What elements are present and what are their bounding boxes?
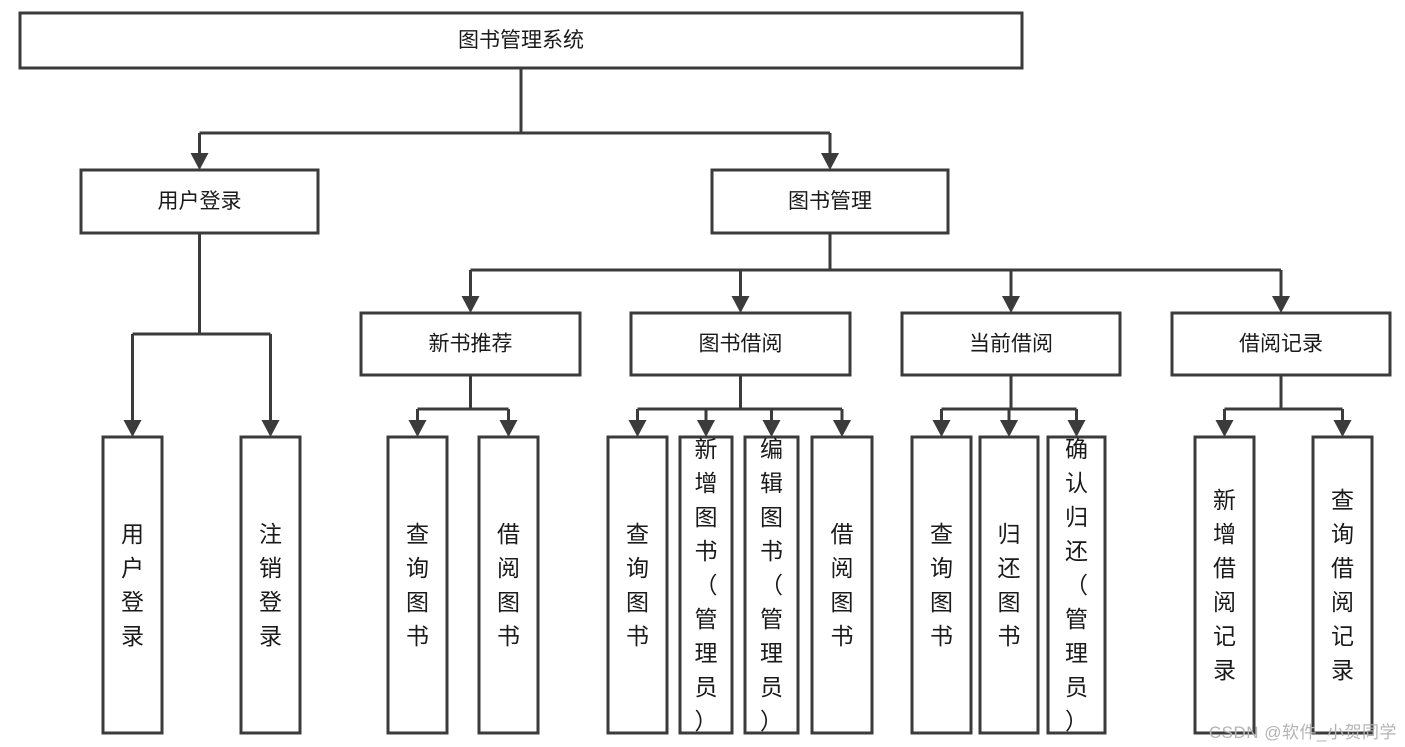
watermark-text: CSDN @软件_小贺同学 — [1208, 723, 1397, 742]
node-leaf-records-query[interactable]: 查询借阅记录 — [1311, 435, 1374, 735]
node-leaf-borrow-query[interactable]: 查询图书 — [606, 435, 669, 735]
node-label: 当前借阅 — [969, 333, 1053, 356]
node-label: 新增图书（管理员） — [695, 436, 718, 734]
node-newrec[interactable]: 新书推荐 — [359, 311, 582, 377]
node-label: 查询借阅记录 — [1331, 487, 1354, 683]
node-label: 图书管理系统 — [458, 29, 584, 52]
node-label: 查询图书 — [626, 521, 649, 649]
node-leaf-rec-query[interactable]: 查询图书 — [386, 435, 449, 735]
node-leaf-rec-borrow[interactable]: 借阅图书 — [477, 435, 540, 735]
node-leaf-borrow-add[interactable]: 新增图书（管理员） — [678, 435, 734, 735]
node-borrow[interactable]: 图书借阅 — [629, 311, 852, 377]
connector-records — [1215, 375, 1352, 437]
node-login[interactable]: 用户登录 — [79, 168, 320, 235]
connector-login — [123, 233, 280, 437]
node-label: 查询图书 — [930, 521, 953, 649]
node-leaf-records-add[interactable]: 新增借阅记录 — [1193, 435, 1256, 735]
node-leaf-user-login[interactable]: 用户登录 — [101, 435, 164, 735]
node-label: 借阅图书 — [831, 521, 854, 649]
node-label: 图书借阅 — [699, 333, 783, 356]
connector-root — [190, 68, 839, 170]
node-leaf-current-return[interactable]: 归还图书 — [978, 435, 1040, 735]
node-records[interactable]: 借阅记录 — [1170, 311, 1392, 377]
node-label: 新增借阅记录 — [1213, 487, 1236, 683]
node-leaf-current-query[interactable]: 查询图书 — [910, 435, 973, 735]
node-label: 用户登录 — [158, 190, 242, 213]
node-label: 借阅记录 — [1239, 333, 1323, 356]
node-label: 编辑图书（管理员） — [760, 436, 783, 734]
node-bookmgmt[interactable]: 图书管理 — [710, 168, 950, 235]
node-leaf-current-confirm[interactable]: 确认归还（管理员） — [1046, 435, 1107, 735]
node-root[interactable]: 图书管理系统 — [18, 11, 1024, 70]
node-label: 归还图书 — [998, 521, 1021, 649]
node-current[interactable]: 当前借阅 — [900, 311, 1122, 377]
node-leaf-borrow-lend[interactable]: 借阅图书 — [810, 435, 874, 735]
node-label: 图书管理 — [788, 190, 872, 213]
node-label: 注销登录 — [259, 521, 282, 649]
node-leaf-user-logout[interactable]: 注销登录 — [239, 435, 302, 735]
node-label: 确认归还（管理员） — [1065, 436, 1088, 734]
node-label: 用户登录 — [121, 521, 144, 649]
connector-bookmgmt — [461, 233, 1290, 313]
connector-layer — [123, 68, 1352, 437]
connector-current — [932, 375, 1086, 437]
node-label: 借阅图书 — [497, 521, 520, 649]
node-leaf-borrow-edit[interactable]: 编辑图书（管理员） — [743, 435, 800, 735]
connector-newrec — [408, 375, 518, 437]
node-label: 新书推荐 — [429, 333, 513, 356]
node-layer: 图书管理系统用户登录图书管理新书推荐图书借阅当前借阅借阅记录用户登录注销登录查询… — [18, 11, 1392, 735]
node-label: 查询图书 — [406, 521, 429, 649]
connector-borrow — [628, 375, 851, 437]
